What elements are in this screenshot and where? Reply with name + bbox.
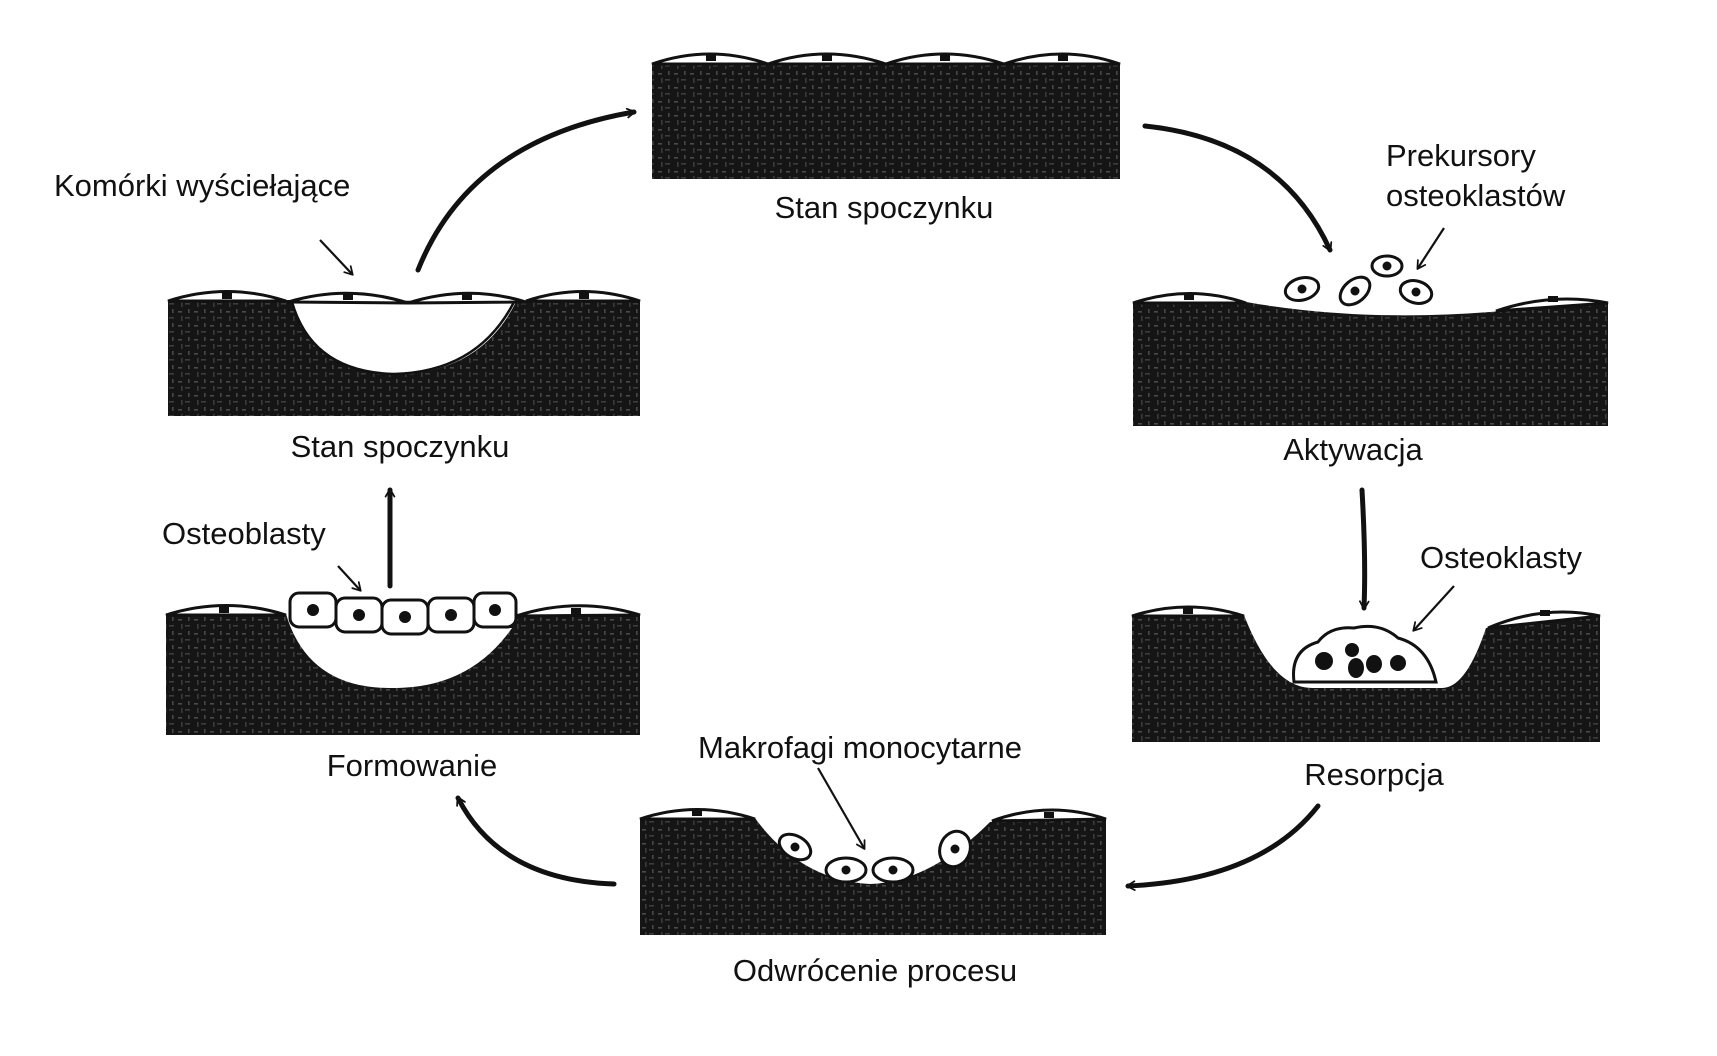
stage-label-rest-top: Stan spoczynku xyxy=(774,190,994,225)
lining-cells xyxy=(651,52,1121,66)
cell-label-precursors-line2: osteoklastów xyxy=(1386,178,1566,213)
panel-resorption xyxy=(1131,605,1601,742)
bone-block xyxy=(640,818,1106,935)
panel-formation xyxy=(165,591,641,735)
cell-label-osteoblasts: Osteoblasty xyxy=(162,516,326,551)
panel-rest-left xyxy=(167,290,641,416)
bone-block xyxy=(652,63,1120,179)
arrow-rest-to-rest-top xyxy=(415,107,637,273)
lining-cells xyxy=(167,290,641,305)
arrow-rest-to-activation xyxy=(1142,123,1333,253)
pointer-osteoblasts xyxy=(337,565,362,592)
bone-block xyxy=(1133,302,1608,426)
new-bone-fill xyxy=(290,300,517,376)
panel-activation xyxy=(1132,254,1609,426)
panel-rest-top xyxy=(651,52,1121,179)
cell-label-osteoclasts: Osteoklasty xyxy=(1420,540,1582,575)
pointer-macrophages xyxy=(817,767,866,850)
bone-block xyxy=(168,300,640,416)
stage-label-activation: Aktywacja xyxy=(1283,432,1423,467)
bone-block xyxy=(1132,615,1600,742)
osteoclast-cell xyxy=(1292,624,1438,684)
cell-label-macrophages: Makrofagi monocytarne xyxy=(698,730,1022,765)
arrow-activation-to-resorption xyxy=(1358,487,1370,611)
bone-block xyxy=(166,614,640,735)
new-bone-cavity xyxy=(292,626,512,688)
pointer-osteoclasts xyxy=(1412,585,1455,632)
arrow-resorption-to-reversal xyxy=(1125,803,1321,891)
stage-label-rest-left: Stan spoczynku xyxy=(290,429,510,464)
cycle-arrows xyxy=(384,107,1370,891)
precursor-cells xyxy=(1283,254,1434,307)
panel-reversal xyxy=(639,808,1107,935)
lining-cells xyxy=(639,808,1107,823)
cell-label-precursors-line1: Prekursory xyxy=(1386,138,1536,173)
cell-label-lining: Komórki wyściełające xyxy=(54,168,351,203)
pointer-lines xyxy=(319,227,1455,850)
stage-label-reversal: Odwrócenie procesu xyxy=(732,953,1018,988)
arrow-reversal-to-formation xyxy=(455,795,617,887)
pointer-precursors xyxy=(1416,227,1445,270)
pointer-lining xyxy=(319,239,354,276)
stage-label-formation: Formowanie xyxy=(326,748,498,783)
stage-label-resorption: Resorpcja xyxy=(1304,757,1444,792)
osteoclast-nuclei xyxy=(1315,643,1406,678)
